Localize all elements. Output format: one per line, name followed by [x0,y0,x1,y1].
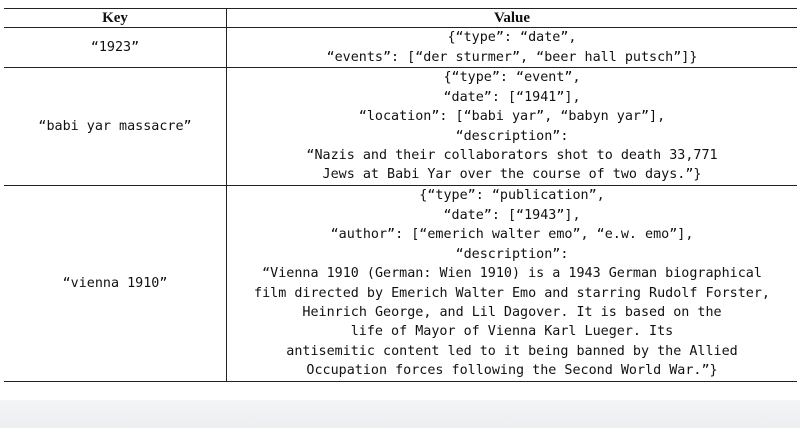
value-line: “Vienna 1910 (German: Wien 1910) is a 19… [262,266,762,282]
value-line: “description”: [455,128,569,144]
value-line: “date”: [“1943”], [443,207,581,223]
key-cell: “babi yar massacre” [4,67,227,186]
value-cell: {“type”: “publication”, “date”: [“1943”]… [226,185,797,382]
value-line: {“type”: “event”, [443,70,581,86]
page-bottom-shadow [0,400,800,428]
table-header-row: Key Value [4,8,797,28]
value-line: film directed by Emerich Walter Emo and … [254,285,770,301]
value-line: “location”: [“babi yar”, “babyn yar”], [358,109,666,125]
value-line: life of Mayor of Vienna Karl Lueger. Its [350,324,674,340]
value-column-header: Value [226,8,797,28]
value-line: Jews at Babi Yar over the course of two … [322,167,702,183]
value-line: “Nazis and their collaborators shot to d… [306,147,718,163]
value-line: antisemitic content led to it being bann… [286,343,738,359]
table-row: “vienna 1910” {“type”: “publication”, “d… [4,185,797,382]
value-line: “description”: [455,246,569,262]
value-line: {“type”: “date”, [447,30,577,46]
key-cell: “1923” [4,27,227,68]
value-line: {“type”: “publication”, [419,188,605,204]
value-line: “events”: [“der sturmer”, “beer hall put… [326,49,698,65]
table-row: “1923” {“type”: “date”, “events”: [“der … [4,27,797,68]
value-line: Heinrich George, and Lil Dagover. It is … [302,304,722,320]
value-cell: {“type”: “date”, “events”: [“der sturmer… [226,27,797,68]
key-value-table: Key Value “1923” {“type”: “date”, “event… [4,8,797,382]
value-line: “date”: [“1941”], [443,89,581,105]
key-cell: “vienna 1910” [4,185,227,382]
value-line: “author”: [“emerich walter emo”, “e.w. e… [330,227,694,243]
key-column-header: Key [4,8,227,28]
table-row: “babi yar massacre” {“type”: “event”, “d… [4,67,797,186]
value-cell: {“type”: “event”, “date”: [“1941”], “loc… [226,67,797,186]
value-line: Occupation forces following the Second W… [306,363,718,379]
